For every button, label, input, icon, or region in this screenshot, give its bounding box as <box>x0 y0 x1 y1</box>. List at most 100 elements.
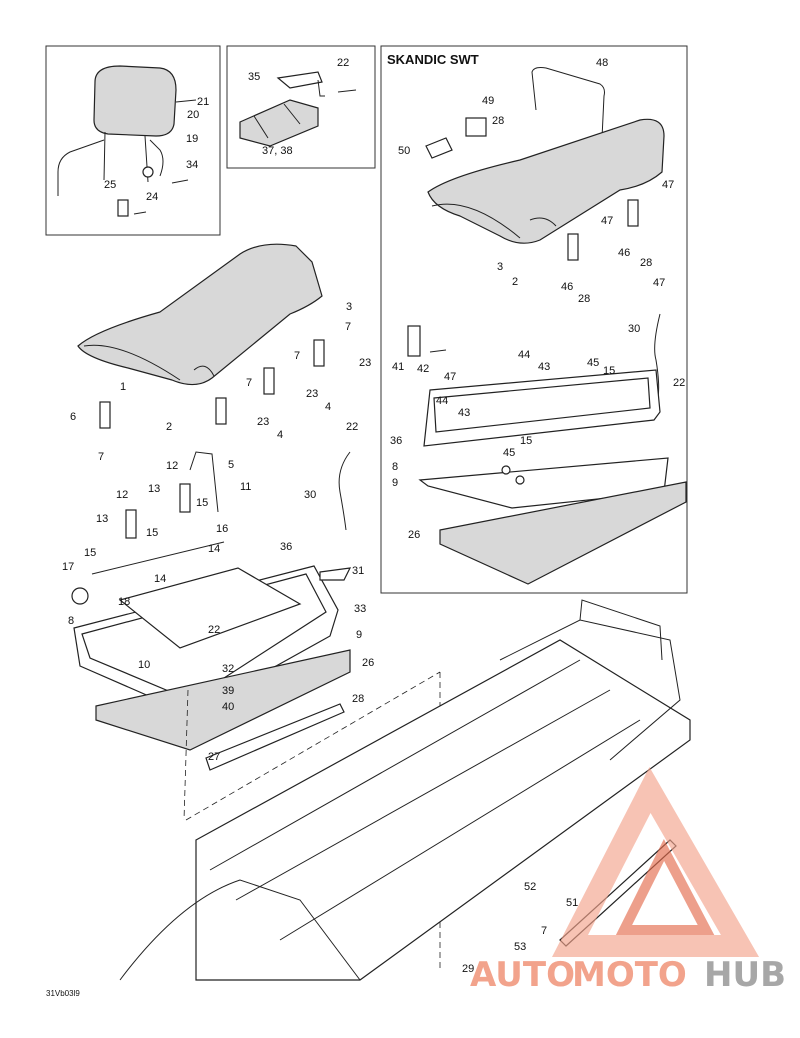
callout-label-l48: 48 <box>596 57 608 69</box>
callout-label-l15b: 15 <box>520 435 532 447</box>
watermark-text-moto: MOTO <box>572 955 687 995</box>
figure-code: 31Vb03l9 <box>46 989 80 998</box>
callout-label-l30b: 30 <box>628 323 640 335</box>
callout-label-l25: 25 <box>104 179 116 191</box>
callout-label-l24: 24 <box>146 191 158 203</box>
callout-label-l14b: 14 <box>154 573 166 585</box>
callout-label-l4a: 4 <box>325 401 331 413</box>
callout-label-l21: 21 <box>197 96 209 108</box>
inset-frame-skandic <box>380 45 688 594</box>
callout-label-l26: 26 <box>362 657 374 669</box>
callout-label-l49: 49 <box>482 95 494 107</box>
callout-label-l12b: 12 <box>116 489 128 501</box>
callout-label-l7c: 7 <box>246 377 252 389</box>
callout-label-l7a: 7 <box>345 321 351 333</box>
callout-label-l43a: 43 <box>538 361 550 373</box>
callout-label-l20: 20 <box>187 109 199 121</box>
callout-label-l43b: 43 <box>458 407 470 419</box>
callout-label-l42: 42 <box>417 363 429 375</box>
watermark-triangle-inner <box>615 839 715 935</box>
callout-label-l30: 30 <box>304 489 316 501</box>
callout-label-l3738: 37, 38 <box>262 145 293 157</box>
watermark-text-hub: HUB <box>704 955 786 995</box>
callout-label-l13a: 13 <box>148 483 160 495</box>
callout-label-l29: 29 <box>462 963 474 975</box>
callout-label-l23a: 23 <box>359 357 371 369</box>
callout-label-l15d: 15 <box>146 527 158 539</box>
callout-label-l22c: 22 <box>346 421 358 433</box>
cushion-assembly <box>239 71 357 147</box>
callout-label-l50: 50 <box>398 145 410 157</box>
callout-label-l7e: 7 <box>541 925 547 937</box>
callout-label-l15a: 15 <box>603 365 615 377</box>
callout-label-l15c: 15 <box>196 497 208 509</box>
callout-label-l27: 27 <box>208 751 220 763</box>
callout-label-l28c: 28 <box>578 293 590 305</box>
callout-label-l16: 16 <box>216 523 228 535</box>
callout-label-l4b: 4 <box>277 429 283 441</box>
callout-label-l40: 40 <box>222 701 234 713</box>
callout-label-l51: 51 <box>566 897 578 909</box>
callout-label-l11: 11 <box>240 481 251 493</box>
callout-label-l5: 5 <box>228 459 234 471</box>
callout-label-l13b: 13 <box>96 513 108 525</box>
callout-label-l3: 3 <box>346 301 352 313</box>
callout-label-l28b: 28 <box>640 257 652 269</box>
callout-label-l47d: 47 <box>444 371 456 383</box>
callout-label-l8a: 8 <box>392 461 398 473</box>
callout-label-l28a: 28 <box>492 115 504 127</box>
skandic-seat <box>407 67 687 585</box>
watermark-triangle-left <box>551 767 760 957</box>
callout-label-l10: 10 <box>138 659 150 671</box>
callout-label-l23c: 23 <box>257 416 269 428</box>
callout-label-l3b: 3 <box>497 261 503 273</box>
callout-label-l23b: 23 <box>306 388 318 400</box>
watermark-logo: AUTO MOTO HUB <box>470 767 786 995</box>
callout-label-l46b: 46 <box>561 281 573 293</box>
callout-label-l52: 52 <box>524 881 536 893</box>
callout-label-l19: 19 <box>186 133 198 145</box>
callout-label-l36a: 36 <box>390 435 402 447</box>
callout-label-l44a: 44 <box>518 349 530 361</box>
callout-label-l45a: 45 <box>587 357 599 369</box>
callout-label-l9a: 9 <box>392 477 398 489</box>
callout-label-l41: 41 <box>392 361 404 373</box>
callout-label-l31: 31 <box>352 565 364 577</box>
callout-label-l22a: 22 <box>337 57 349 69</box>
callout-label-l47c: 47 <box>653 277 665 289</box>
callout-label-l53: 53 <box>514 941 526 953</box>
callout-label-l2b: 2 <box>512 276 518 288</box>
callout-label-l35: 35 <box>248 71 260 83</box>
callout-label-l2: 2 <box>166 421 172 433</box>
callout-label-l12a: 12 <box>166 460 178 472</box>
watermark-text-auto: AUTO <box>470 955 575 995</box>
callout-label-l45b: 45 <box>503 447 515 459</box>
callout-label-l34: 34 <box>186 159 198 171</box>
skandic-inset-title: SKANDIC SWT <box>387 52 479 67</box>
callout-label-l47b: 47 <box>601 215 613 227</box>
callout-label-l8: 8 <box>68 615 74 627</box>
callout-label-l7b: 7 <box>294 350 300 362</box>
callout-label-l22d: 22 <box>208 624 220 636</box>
callout-label-l15e: 15 <box>84 547 96 559</box>
callout-label-l14a: 14 <box>208 543 220 555</box>
callout-label-l39: 39 <box>222 685 234 697</box>
callout-label-l36: 36 <box>280 541 292 553</box>
callout-label-l47a: 47 <box>662 179 674 191</box>
callout-label-l17: 17 <box>62 561 74 573</box>
callout-label-l6: 6 <box>70 411 76 423</box>
callout-label-l46a: 46 <box>618 247 630 259</box>
inset-frame-backrest <box>45 45 221 236</box>
inset-frame-cushion <box>226 45 376 169</box>
callout-label-l7d: 7 <box>98 451 104 463</box>
callout-label-l18: 18 <box>118 596 130 608</box>
callout-label-l22b: 22 <box>673 377 685 389</box>
callout-label-l32: 32 <box>222 663 234 675</box>
callout-label-l26a: 26 <box>408 529 420 541</box>
callout-label-l33: 33 <box>354 603 366 615</box>
main-seat <box>71 243 441 970</box>
callout-label-l9: 9 <box>356 629 362 641</box>
callout-label-l1: 1 <box>120 381 126 393</box>
